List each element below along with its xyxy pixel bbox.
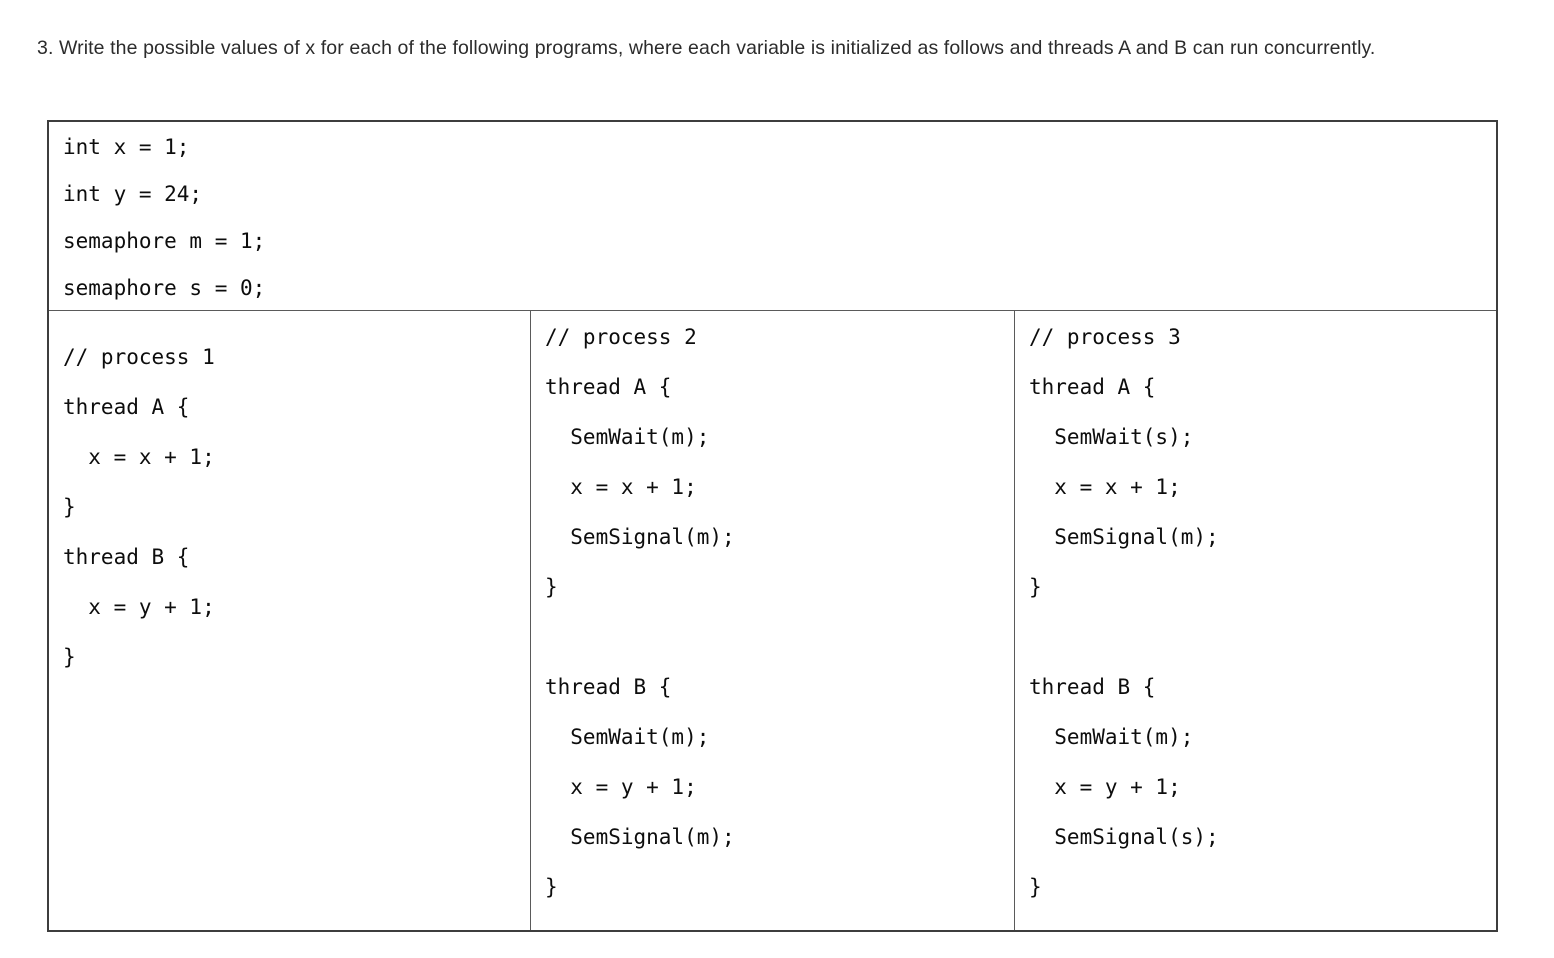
code-line: thread A { — [545, 375, 672, 399]
process-2-code-block: // process 2 thread A { SemWait(m); x = x… — [531, 311, 1014, 912]
question-title: 3. Write the possible values of x for ea… — [37, 37, 1376, 59]
code-line: } — [1029, 575, 1042, 599]
code-line: SemWait(s); — [1029, 425, 1194, 449]
code-line: int y = 24; — [63, 182, 203, 206]
code-line: x = y + 1; — [545, 775, 697, 799]
code-line: semaphore s = 0; — [63, 276, 266, 300]
code-table: int x = 1; int y = 24; semaphore m = 1; sem… — [47, 120, 1498, 932]
code-line: semaphore m = 1; — [63, 229, 266, 253]
process-3-cell: // process 3 thread A { SemWait(s); x = x… — [1015, 311, 1496, 930]
code-line: thread B { — [1029, 675, 1156, 699]
code-line: x = y + 1; — [1029, 775, 1181, 799]
code-line: SemWait(m); — [545, 725, 710, 749]
init-code-block: int x = 1; int y = 24; semaphore m = 1; sem… — [49, 122, 1496, 310]
code-line: SemWait(m); — [545, 425, 710, 449]
code-line: thread A { — [1029, 375, 1156, 399]
process-row: // process 1 thread A { x = x + 1;} thread… — [49, 311, 1496, 930]
code-line: SemSignal(s); — [1029, 825, 1219, 849]
code-line: } — [63, 645, 76, 669]
code-line: } — [63, 495, 76, 519]
code-line — [545, 612, 1014, 662]
code-line: x = y + 1; — [63, 595, 215, 619]
code-line: // process 1 — [63, 345, 215, 369]
code-line: x = x + 1; — [63, 445, 215, 469]
code-line: thread B { — [63, 545, 190, 569]
code-line: } — [545, 875, 558, 899]
code-line: thread A { — [63, 395, 190, 419]
code-line: x = x + 1; — [545, 475, 697, 499]
code-line — [1029, 612, 1496, 662]
code-line: SemSignal(m); — [545, 525, 735, 549]
process-1-code-block: // process 1 thread A { x = x + 1;} thread… — [49, 311, 530, 682]
init-code-cell: int x = 1; int y = 24; semaphore m = 1; sem… — [49, 122, 1496, 311]
code-line: } — [545, 575, 558, 599]
code-line: int x = 1; — [63, 135, 190, 159]
code-line: } — [1029, 875, 1042, 899]
code-line: SemSignal(m); — [1029, 525, 1219, 549]
process-3-code-block: // process 3 thread A { SemWait(s); x = x… — [1015, 311, 1496, 912]
process-2-cell: // process 2 thread A { SemWait(m); x = x… — [530, 311, 1015, 930]
code-line: // process 3 — [1029, 325, 1181, 349]
code-line: // process 2 — [545, 325, 697, 349]
process-1-cell: // process 1 thread A { x = x + 1;} thread… — [49, 311, 530, 930]
code-line: SemWait(m); — [1029, 725, 1194, 749]
code-line: thread B { — [545, 675, 672, 699]
code-line: x = x + 1; — [1029, 475, 1181, 499]
code-line: SemSignal(m); — [545, 825, 735, 849]
